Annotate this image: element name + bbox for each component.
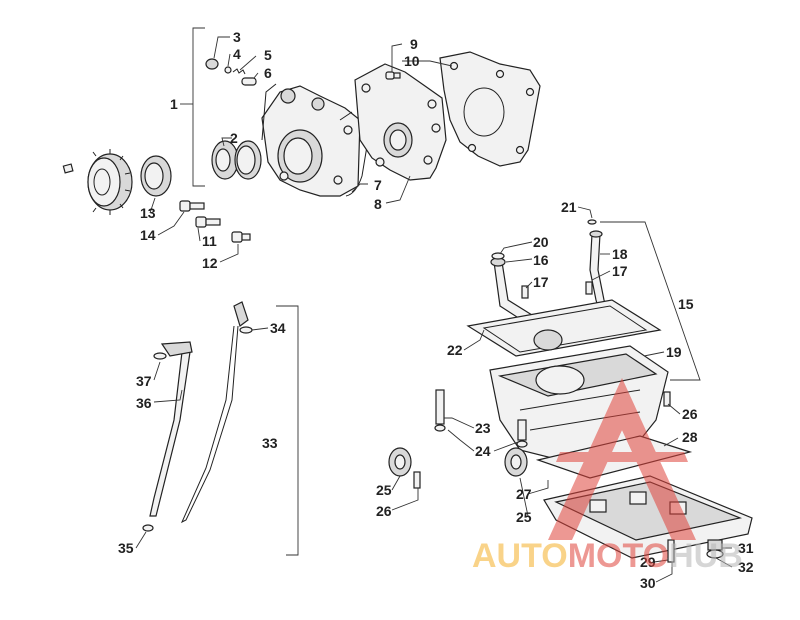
o-ring-37: [153, 352, 167, 360]
label-19: 19: [666, 344, 682, 360]
pump-rotors: [211, 140, 262, 180]
o-ring-34: [239, 326, 253, 334]
plug-3: [205, 58, 219, 70]
screw-9: [385, 71, 401, 80]
washer-4: [224, 66, 232, 74]
label-17b: 17: [612, 263, 628, 279]
label-23: 23: [475, 420, 491, 436]
label-16: 16: [533, 252, 549, 268]
screw-17b: [585, 281, 593, 295]
washer-24b: [516, 440, 528, 448]
label-11: 11: [202, 233, 217, 249]
oil-seal: [140, 155, 172, 197]
gasket-22: [466, 299, 662, 357]
screw-12: [231, 231, 251, 243]
label-10: 10: [404, 53, 420, 69]
o-ring-35: [142, 524, 154, 532]
label-18: 18: [612, 246, 628, 262]
leader-lines: [135, 36, 733, 583]
label-31: 31: [738, 540, 754, 556]
gasket-10: [439, 51, 541, 167]
label-25a: 25: [376, 482, 392, 498]
watermark-moto: MOTO: [568, 537, 669, 575]
label-21: 21: [561, 199, 577, 215]
label-22: 22: [447, 342, 463, 358]
watermark-emblem: [548, 378, 696, 540]
drive-gear: [87, 149, 133, 215]
plug-25a: [388, 447, 412, 477]
washer-24a: [434, 424, 446, 432]
pump-cover: [354, 63, 447, 181]
label-14: 14: [140, 227, 156, 243]
o-ring-20: [491, 252, 505, 260]
label-37: 37: [136, 373, 152, 389]
label-24: 24: [475, 443, 491, 459]
watermark-auto: AUTO: [472, 537, 568, 575]
stud-23b: [517, 419, 527, 441]
oil-pump-assembly: [62, 27, 541, 243]
label-4: 4: [233, 46, 241, 62]
spring-5: [232, 68, 246, 75]
label-7: 7: [374, 177, 382, 193]
label-17a: 17: [533, 274, 549, 290]
svg-text:AUTOMOTOHUB: AUTOMOTOHUB: [472, 537, 743, 575]
lower-pan: [543, 475, 753, 559]
label-2: 2: [230, 130, 238, 146]
watermark-logo: AUTOMOTOHUB: [472, 378, 743, 575]
dipstick-handle: [233, 301, 249, 327]
dipstick-group: [142, 301, 299, 556]
screw-14: [179, 200, 205, 212]
bolt-29: [667, 539, 675, 563]
label-26b: 26: [682, 406, 698, 422]
label-29: 29: [640, 554, 656, 570]
screw-26a: [413, 471, 421, 489]
screw-17a: [521, 285, 529, 299]
label-30: 30: [640, 575, 656, 591]
label-27: 27: [516, 486, 532, 502]
drain-plug: [706, 539, 724, 559]
label-25b: 25: [516, 509, 532, 525]
valve-6: [241, 77, 257, 86]
label-33: 33: [262, 435, 278, 451]
stud-23: [435, 389, 445, 425]
label-20: 20: [533, 234, 549, 250]
label-3: 3: [233, 29, 241, 45]
part-number-labels: 1 2 3 4 5 6 7 8 9 10 11 12 13 14 15 16 1…: [118, 29, 754, 591]
label-15: 15: [678, 296, 694, 312]
label-36: 36: [136, 395, 152, 411]
label-9: 9: [410, 36, 418, 52]
pump-body: [261, 83, 361, 197]
screw-26b: [663, 391, 671, 407]
label-8: 8: [374, 196, 382, 212]
label-6: 6: [264, 65, 272, 81]
dipstick-tube: [149, 344, 191, 517]
watermark-hub: HUB: [669, 537, 743, 575]
o-ring-21: [587, 219, 597, 225]
label-32: 32: [738, 559, 754, 575]
strainer: [533, 329, 563, 351]
plug-25b: [504, 447, 528, 477]
label-35: 35: [118, 540, 134, 556]
dipstick-blade: [180, 325, 239, 524]
label-26a: 26: [376, 503, 392, 519]
label-28: 28: [682, 429, 698, 445]
label-1: 1: [170, 96, 178, 112]
label-13: 13: [140, 205, 156, 221]
label-34: 34: [270, 320, 286, 336]
screw-11: [195, 216, 221, 228]
woodruff-key: [62, 163, 74, 174]
label-12: 12: [202, 255, 218, 271]
label-5: 5: [264, 47, 272, 63]
